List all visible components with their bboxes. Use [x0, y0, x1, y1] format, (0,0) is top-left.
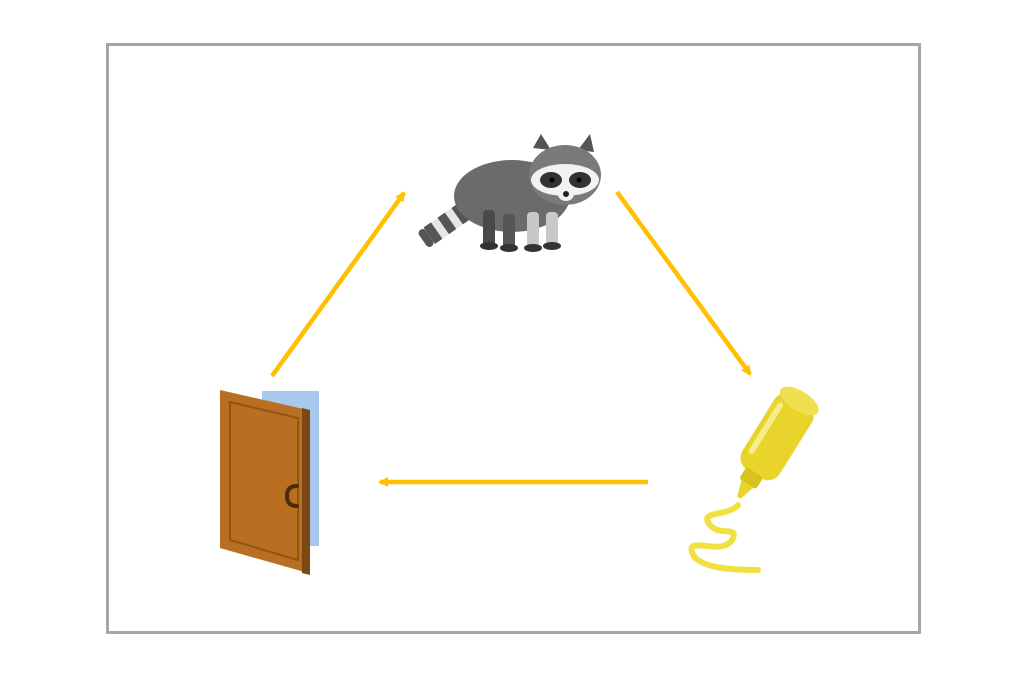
door-icon: [220, 390, 319, 575]
diagram-frame: [106, 43, 921, 634]
arrow-raccoon-to-mustard: [615, 190, 752, 376]
arrow-door-to-raccoon: [270, 191, 406, 378]
raccoon-icon: [418, 134, 601, 252]
mustard-bottle-icon: [688, 386, 819, 573]
